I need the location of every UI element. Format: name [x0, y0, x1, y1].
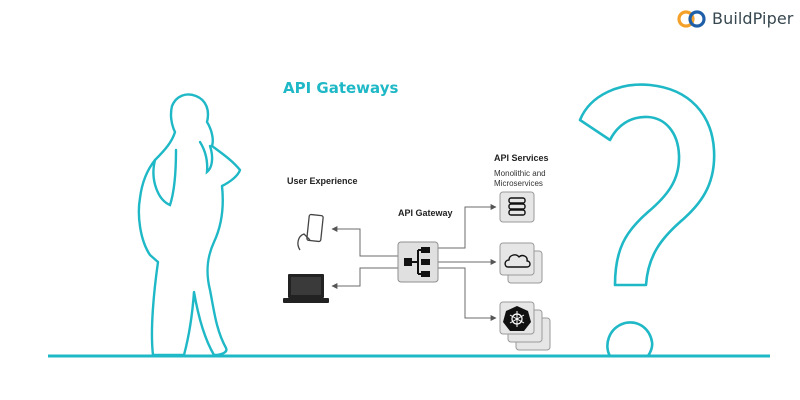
- person-outline-icon: [137, 93, 242, 357]
- gateway-label: API Gateway: [398, 208, 453, 218]
- buildpiper-logo-icon: [677, 10, 706, 28]
- smartphone-icon: [297, 213, 324, 251]
- laptop-icon: [283, 274, 329, 303]
- services-sublabel-line-2: Microservices: [494, 179, 543, 188]
- brand: BuildPiper: [676, 9, 793, 28]
- question-mark-icon: [578, 83, 716, 287]
- diagram-title: API Gateways: [283, 79, 399, 97]
- services-label: API Services: [494, 153, 549, 163]
- question-mark-dot: [606, 321, 654, 357]
- services-sublabel-line-1: Monolithic and: [494, 169, 546, 178]
- gateway-hub-icon: [397, 241, 439, 283]
- kubernetes-icon: [499, 301, 551, 351]
- person-hand-detail: [198, 140, 214, 175]
- brand-name: BuildPiper: [712, 9, 794, 28]
- services-sublabel: Monolithic and Microservices: [494, 169, 546, 189]
- person-arm-detail: [152, 148, 178, 207]
- cloud-icon: [499, 242, 543, 284]
- user-experience-label: User Experience: [287, 176, 358, 186]
- database-icon: [499, 191, 535, 223]
- connector-lines: [331, 204, 497, 321]
